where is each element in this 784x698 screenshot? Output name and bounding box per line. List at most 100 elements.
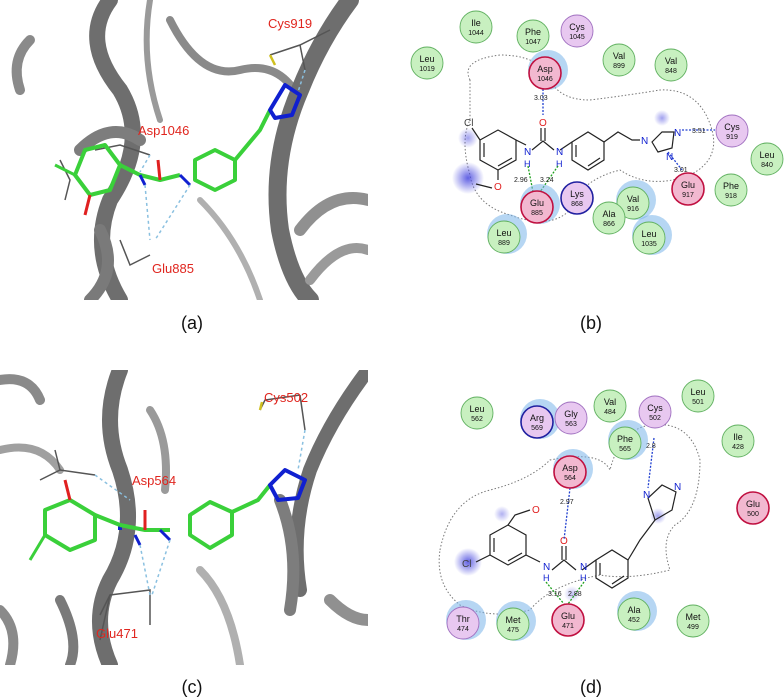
exposure-glow bbox=[458, 128, 478, 148]
atom-o-carbonyl: O bbox=[539, 118, 547, 129]
residue-name: Val bbox=[613, 51, 625, 61]
label-asp564: Asp564 bbox=[132, 473, 176, 488]
residue-circle bbox=[516, 19, 550, 53]
residue-name: Ala bbox=[602, 209, 615, 219]
residue-number: 1047 bbox=[525, 39, 541, 46]
residue-circle bbox=[617, 597, 651, 631]
residue-name: Glu bbox=[561, 611, 575, 621]
residue-circle bbox=[551, 603, 585, 637]
residue-val-916: Val 916 bbox=[616, 180, 656, 220]
residue-name: Ile bbox=[733, 432, 743, 442]
ligand-skeleton bbox=[471, 127, 675, 189]
residue-name: Cys bbox=[647, 403, 663, 413]
residue-name: Met bbox=[505, 615, 521, 625]
residue-circle bbox=[520, 405, 554, 439]
hbond-lines bbox=[139, 69, 306, 241]
residue-circle bbox=[671, 172, 705, 206]
residue-cys-502: Cys502 bbox=[638, 395, 672, 429]
residue-circle bbox=[528, 56, 562, 90]
ligand-skeleton bbox=[475, 484, 677, 589]
residue-name: Phe bbox=[617, 434, 633, 444]
residue-name: Arg bbox=[530, 413, 544, 423]
dist-cys: 3.51 bbox=[692, 128, 706, 135]
atom-tri-n2: N bbox=[674, 128, 681, 139]
residue-name: Ala bbox=[627, 605, 640, 615]
residue-circle bbox=[608, 426, 642, 460]
atom-n1: N bbox=[524, 147, 531, 158]
residue-glu-885: Glu885 bbox=[520, 184, 560, 224]
label-asp1046: Asp1046 bbox=[138, 123, 189, 138]
residue-number: 428 bbox=[732, 444, 744, 451]
residue-leu-1035: Leu 1035 bbox=[632, 215, 672, 255]
residue-circle bbox=[638, 395, 672, 429]
atom-tri-n1: N bbox=[643, 490, 650, 501]
atom-n2: N bbox=[580, 562, 587, 573]
residue-number: 1035 bbox=[641, 241, 657, 248]
residue-number: 484 bbox=[604, 409, 616, 416]
ligand-sticks bbox=[28, 468, 307, 561]
exposure-glow bbox=[564, 586, 580, 602]
panel-c-render: Cys502 Asp564 Glu471 bbox=[0, 370, 368, 665]
panel-d-2d-interaction-diagram: Cl O O N N H H N N 2.8 2.97 3.16 2.88 Le… bbox=[400, 370, 784, 670]
residue-circle bbox=[560, 14, 594, 48]
residue-name: Ile bbox=[471, 18, 481, 28]
hbond-lines bbox=[94, 429, 306, 596]
residue-circle bbox=[602, 43, 636, 77]
residue-circle bbox=[654, 48, 688, 82]
residue-name: Phe bbox=[723, 181, 739, 191]
residue-circle bbox=[592, 201, 626, 235]
residue-number: 866 bbox=[603, 221, 615, 228]
residue-name: Val bbox=[627, 194, 639, 204]
residue-number: 889 bbox=[498, 240, 510, 247]
caption-a: (a) bbox=[181, 313, 203, 333]
ligand-atoms: Cl O O N N H H N N N bbox=[464, 118, 681, 193]
protein-ribbons bbox=[0, 370, 368, 665]
residue-number: 500 bbox=[747, 511, 759, 518]
residue-number: 916 bbox=[627, 206, 639, 213]
residue-ala-866: Ala 866 bbox=[592, 201, 626, 235]
residue-name: Leu bbox=[690, 387, 705, 397]
protein-ribbons bbox=[11, 0, 368, 300]
panel-c-3d-binding-pose: Cys502 Asp564 Glu471 bbox=[0, 370, 368, 665]
residue-number: 474 bbox=[457, 626, 469, 633]
residue-name: Leu bbox=[641, 229, 656, 239]
side-chains bbox=[59, 29, 331, 267]
exposure-glow bbox=[494, 506, 510, 522]
residue-name: Leu bbox=[469, 404, 484, 414]
caption-c: (c) bbox=[181, 677, 203, 697]
atom-cl: Cl bbox=[462, 559, 471, 570]
residue-circle bbox=[410, 46, 444, 80]
residue-name: Gly bbox=[564, 409, 578, 419]
residue-circle bbox=[554, 401, 588, 435]
residue-number: 569 bbox=[531, 425, 543, 432]
label-glu885: Glu885 bbox=[152, 261, 194, 276]
panel-a-3d-binding-pose: Cys919 Asp1046 Glu885 bbox=[0, 0, 368, 300]
residue-name: Phe bbox=[525, 27, 541, 37]
residue-number: 918 bbox=[725, 193, 737, 200]
residue-number: 562 bbox=[471, 416, 483, 423]
residue-name: Glu bbox=[530, 198, 544, 208]
residue-asp-564: Asp564 bbox=[553, 449, 593, 489]
residue-name: Val bbox=[665, 56, 677, 66]
ligand-sticks bbox=[54, 83, 302, 216]
residue-arg-569: Arg 569 bbox=[520, 399, 560, 439]
residue-circle bbox=[714, 173, 748, 207]
panel-b-2d-interaction-diagram: Cl O O N N H H N N N 3.03 2.96 3.24 3.51… bbox=[400, 0, 784, 300]
residue-circle bbox=[593, 389, 627, 423]
hbond-arrows bbox=[545, 437, 655, 605]
atom-tri-n2: N bbox=[674, 482, 681, 493]
atom-tri-n1: N bbox=[641, 136, 648, 147]
residue-number: 1045 bbox=[569, 34, 585, 41]
residue-circle bbox=[721, 424, 755, 458]
